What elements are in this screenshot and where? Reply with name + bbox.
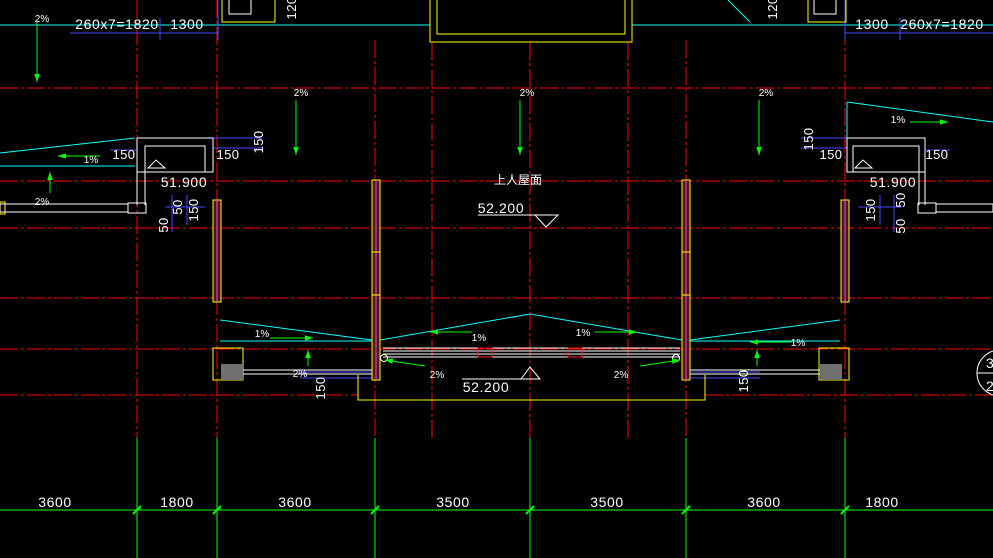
slope-label: 1% (472, 333, 487, 344)
stair-dimension-left: 260x7=1820 (75, 16, 158, 32)
axis-dimension-label: 1800 (160, 494, 194, 510)
top-window-right (807, 0, 847, 23)
local-dimension-lines (70, 0, 993, 379)
dimension-label: 150 (820, 147, 843, 162)
elevation-labels: 51.900 51.900 上人屋面 52.200 52.200 (161, 173, 916, 395)
elevation-triangle-icon (533, 214, 560, 228)
elevation-marker-right (853, 159, 874, 169)
slope-label: 2% (759, 88, 774, 99)
axis-bubble-upper: 3 (986, 355, 993, 371)
column-right (820, 364, 842, 380)
stair-well-inner (436, 0, 626, 35)
axis-dimension-tick (132, 505, 142, 515)
railing-post (567, 347, 583, 358)
slope-arrow (384, 358, 426, 367)
balcony-frame-right-inner (852, 145, 920, 173)
slope-label: 2% (520, 88, 535, 99)
wall-dimension-right: 120 (765, 0, 780, 19)
slope-label: 1% (791, 338, 806, 349)
gutter-slope-line-left (0, 137, 136, 154)
axis-dimension-tick (525, 505, 535, 515)
wall-dimension-left: 120 (284, 0, 299, 19)
dimension-label: 150 (313, 377, 328, 400)
terrace-elevation: 52.200 (463, 379, 509, 395)
axis-dimension-tick (681, 505, 691, 515)
slope-label: 2% (294, 88, 309, 99)
stair-dimension-right: 260x7=1820 (900, 16, 983, 32)
drainage-arrows (34, 22, 948, 367)
building-outlines (0, 0, 847, 401)
slope-label: 1% (576, 328, 591, 339)
walls (212, 179, 850, 381)
axis-dimension-label: 3600 (278, 494, 312, 510)
elevation-marker-left (146, 159, 167, 169)
fixtures (0, 137, 993, 396)
dimension-label: 150 (113, 147, 136, 162)
stair-well-outline (429, 0, 633, 43)
elevation-triangle-icon (520, 366, 542, 380)
axis-dimension-labels: 3600 1800 3600 3500 3500 3600 1800 3 2 (38, 355, 993, 510)
dimension-label: 150 (186, 199, 201, 222)
window-block-left (127, 202, 147, 214)
axis-dimension-chain (0, 438, 993, 558)
slope-label: 1% (891, 115, 906, 126)
roof-valley-line-right (689, 319, 841, 341)
axis-dimension-label: 3600 (38, 494, 72, 510)
dimension-label: 150 (926, 147, 949, 162)
sill-end-left (0, 201, 6, 215)
slope-arrow (639, 358, 681, 367)
dimension-label: 150 (801, 128, 816, 151)
top-window-left (221, 0, 276, 23)
column-left (221, 364, 243, 380)
slope-label: 1% (84, 155, 99, 166)
roof-elevation: 52.200 (478, 200, 524, 216)
slope-label: 2% (614, 370, 629, 381)
top-window-left-frame (228, 0, 252, 15)
top-diagonal-line (727, 0, 751, 23)
slope-label: 2% (35, 197, 50, 208)
span-dimension-right: 1300 (855, 16, 889, 32)
axis-dimension-label: 3500 (590, 494, 624, 510)
slope-label: 1% (255, 329, 270, 340)
dimension-label: 150 (736, 370, 751, 393)
balcony-elevation-left: 51.900 (161, 174, 207, 190)
slope-label: 2% (430, 370, 445, 381)
slope-labels: 2% 2% 2% 2% 2% 1% 1% 1% 1% 1% 1% 2% 2% 2… (35, 14, 906, 381)
axis-bubble-lower: 2 (986, 378, 993, 394)
gutter-slope-line-right (846, 101, 993, 123)
slope-label: 2% (35, 14, 50, 25)
roof-valley-line-left (219, 319, 373, 341)
railing-post (477, 347, 493, 358)
dimension-label: 50 (156, 217, 171, 232)
axis-dimension-tick (370, 505, 380, 515)
axis-dimension-label: 3600 (747, 494, 781, 510)
axis-dimension-tick (840, 505, 850, 515)
window-sill-right (935, 203, 993, 213)
axis-dimension-label: 1800 (865, 494, 899, 510)
terrace-outline (357, 375, 706, 401)
slope-label: 2% (293, 369, 308, 380)
axis-dimension-label: 3500 (436, 494, 470, 510)
top-window-right-frame (813, 0, 837, 15)
balcony-frame-left-inner (144, 145, 206, 173)
roof-label: 上人屋面 (494, 173, 542, 187)
axis-dimension-tick (212, 505, 222, 515)
span-dimension-left: 1300 (170, 16, 204, 32)
local-dimension-labels: 150 150 150 50 150 50 150 150 150 150 50… (113, 128, 949, 400)
dimension-label: 50 (893, 192, 908, 207)
dimension-label: 50 (170, 199, 185, 214)
top-dimensions: 260x7=1820 1300 120 120 1300 260x7=1820 (75, 0, 983, 32)
dimension-label: 150 (251, 131, 266, 154)
balcony-elevation-right: 51.900 (870, 174, 916, 190)
dimension-label: 150 (217, 147, 240, 162)
dimension-label: 150 (863, 199, 878, 222)
dimension-label: 50 (893, 218, 908, 233)
roof-drain-icon (380, 354, 388, 362)
